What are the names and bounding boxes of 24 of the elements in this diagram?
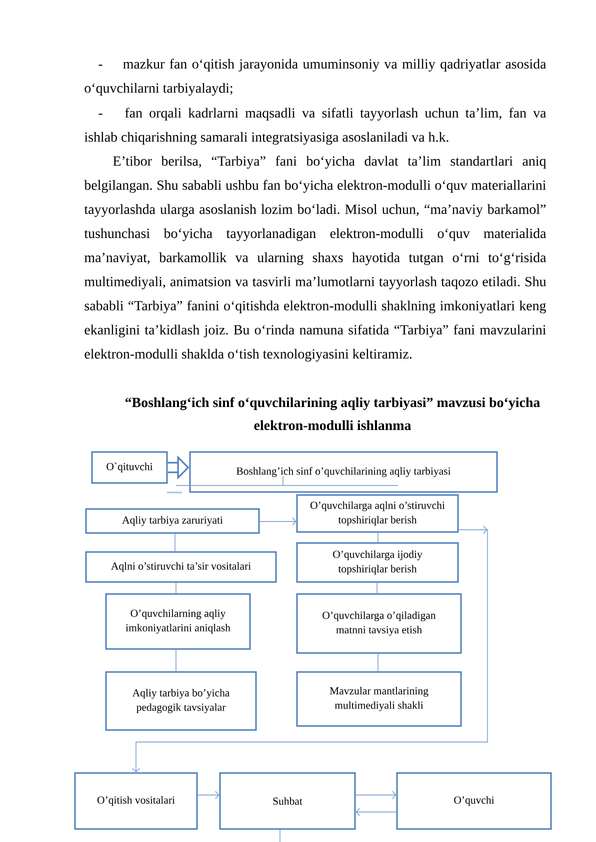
arrow — [356, 808, 397, 816]
process-box: Aqliy tarbiya bo’yicha pedagogik tavsiyalar — [105, 671, 257, 731]
process-box: O’quvchilarga o’qiladigan matnni tavsiya etish — [296, 593, 462, 654]
arrow — [132, 526, 488, 772]
paragraph: E’tibor berilsa, “Tarbiya” fani bo‘yicha davlat ta’lim standartlari aniq belgilangan. Shu sababli ushbu fan bo‘yicha elektron-modulli o‘quv materiallarini tayyorlashda ularga asoslanish lozim bo‘ladi. Misol uchun, “ma’naviy barkamol” tushunchasi bo‘yicha tayyorlanadigan elektron-modulli o‘quv materialida ma’naviyat, barkamollik va ularning shaxs hayotida tutgan o‘rni to‘g‘risida multimediyali, animatsion va tasvirli ma’lumotlarni tayyorlash taqozo etiladi. Shu sababli “Tarbiya” fanini o‘qitishda elektron-modulli shaklning imkoniyatlari keng ekanligini ta’kidlash joiz. Bu o‘rinda namuna sifatida “Tarbiya” fani mavzularini elektron-modulli shaklda o‘tish texnologiyasini keltiramiz. — [84, 156, 546, 362]
process-box: O’quvchilarning aqliy imkoniyatlarini aniqlash — [105, 593, 251, 650]
connector-line — [376, 582, 378, 594]
connector-line — [174, 533, 176, 552]
heading: “Boshlang‘ich sinf o‘quvchilarining aqliy tarbiyasi” mavzusi bo‘yicha elektron-modulli ishlanma — [125, 397, 540, 430]
process-box: Aqliy tarbiya zaruriyati — [85, 508, 260, 534]
process-box: Boshlang’ich sinf o’quvchilarining aqliy tarbiyasi — [189, 451, 498, 493]
arrow — [197, 790, 220, 800]
arrow — [259, 517, 296, 526]
process-box: Suhbat — [219, 772, 356, 830]
process-box: O`qituvchi — [91, 451, 168, 484]
arrow — [355, 790, 396, 800]
process-box: O’quvchilarga ijodiy topshiriqlar berish — [296, 542, 459, 583]
paragraph: - fan orqali kadrlarni maqsadli va sifatli tayyorlash uchun ta’lim, fan va ishlab chiqarishning samarali integratsiyasiga asoslaniladi va h.k. — [84, 108, 546, 145]
process-box: O’quvchi — [396, 772, 552, 830]
process-box: O’quvchilarga aqlni o’stiruvchi topshiriqlar berish — [296, 494, 459, 533]
paragraph: - mazkur fan o‘qitish jarayonida umuminsoniy va milliy qadriyatlar asosida o‘quvchilarni tarbiyalaydi; — [84, 58, 546, 96]
process-box: Mavzular mantlarining multimediyali shakli — [296, 671, 462, 727]
process-box: O’qitish vositalari — [74, 772, 198, 830]
process-box: Aqlni o’stiruvchi ta’sir vositalari — [85, 551, 277, 583]
